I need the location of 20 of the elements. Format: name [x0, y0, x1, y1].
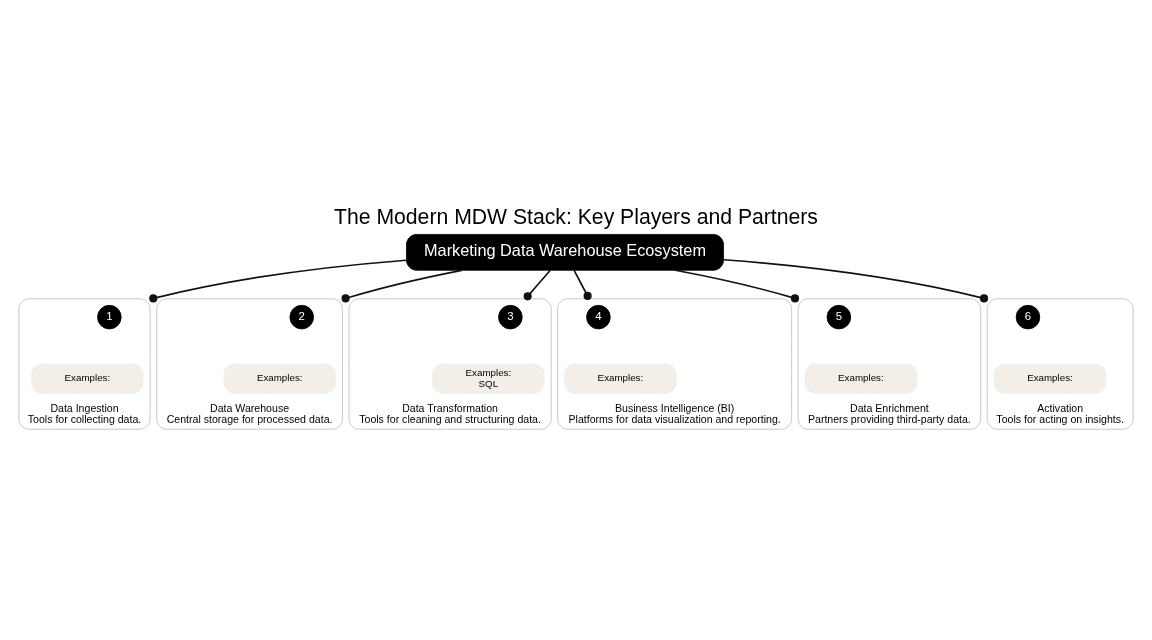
connector: [523, 269, 551, 301]
connector: [573, 269, 592, 300]
node-box: Marketing Data Warehouse Ecosystem: [406, 234, 724, 271]
connector: [149, 259, 408, 303]
node-circle: 2: [289, 304, 314, 330]
node-box: Examples:: [31, 363, 144, 394]
node-box: Examples:: [223, 363, 336, 394]
node-box: Examples:: [804, 363, 918, 394]
node-box: Examples:: [564, 363, 677, 394]
connector: [722, 258, 989, 303]
node-box: Examples:: [993, 363, 1107, 394]
node-circle: 4: [586, 304, 611, 330]
diagram-title: The Modern MDW Stack: Key Players and Partners: [334, 205, 818, 229]
node-circle: 3: [498, 304, 523, 330]
node-box: Examples: SQL: [432, 363, 545, 394]
connector: [674, 269, 800, 303]
node-circle: 6: [1015, 304, 1041, 330]
node-circle: 1: [97, 304, 122, 330]
node-circle: 5: [826, 304, 852, 330]
connector: [341, 269, 463, 303]
